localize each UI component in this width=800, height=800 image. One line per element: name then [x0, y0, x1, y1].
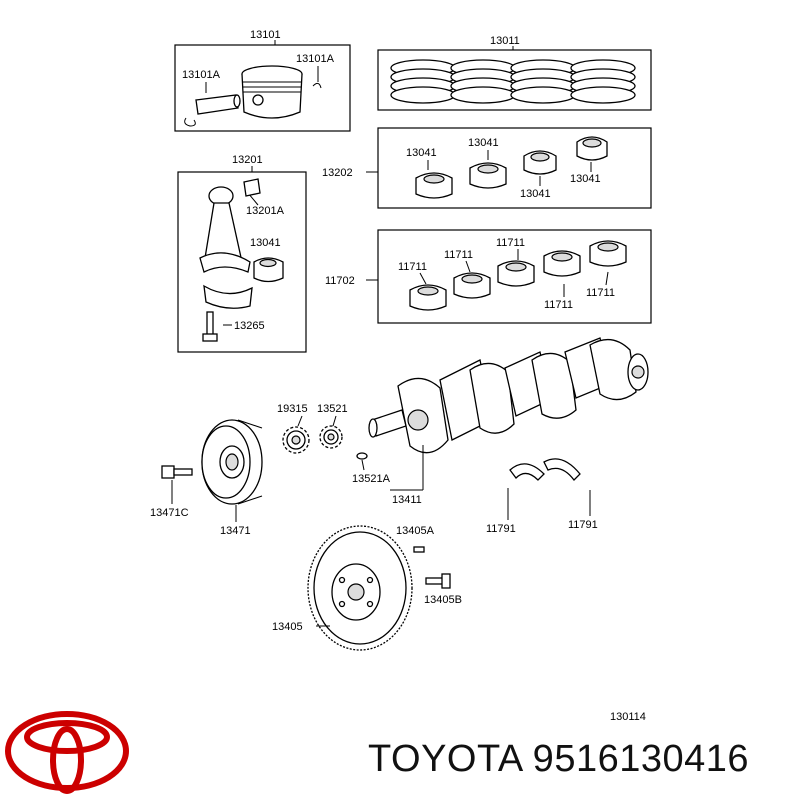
dowel-pin-icon: [413, 546, 425, 553]
crank-gear-icon: [282, 426, 310, 454]
label-crank-gear: 19315: [277, 403, 308, 415]
ring-set-icon: [510, 59, 576, 104]
label-flywheel: 13405: [272, 621, 303, 633]
ring-set-icon: [450, 59, 516, 104]
label-main-5: 11711: [586, 287, 615, 299]
label-pulley: 13471: [220, 525, 251, 537]
bearing-shell-icon: [523, 150, 557, 175]
woodruff-key-icon: [356, 452, 368, 460]
label-rod-bearing-set: 13202: [322, 167, 353, 179]
rod-bearing-set-group: 13202 13041 13041 13041 13041: [322, 127, 652, 209]
flywheel-bolt-icon: [425, 573, 451, 589]
label-bearing-3: 13041: [520, 188, 551, 200]
label-bearing-1: 13041: [406, 147, 437, 159]
conn-rod-group: 13201 13201A 13041 13265: [177, 154, 307, 353]
main-bearing-icon: [453, 272, 491, 299]
pulley-icon: [201, 419, 263, 505]
ring-set-icon: [570, 59, 636, 104]
label-main-2: 11711: [444, 249, 473, 261]
label-bearing-4: 13041: [570, 173, 601, 185]
label-bushing: 13201A: [246, 205, 285, 217]
label-piston-rings: 13011: [490, 35, 520, 47]
label-bearing-2: 13041: [468, 137, 499, 149]
main-bearing-set-group: 11702 11711 11711 11711 11711 11711: [325, 229, 652, 324]
figure-id: 130114: [610, 711, 646, 723]
snap-ring-2-icon: [312, 82, 322, 89]
label-main-1: 11711: [398, 261, 427, 273]
piston-rings-group: 13011: [377, 35, 652, 111]
rod-bolt-icon: [202, 311, 218, 342]
bearing-shell-icon: [469, 162, 507, 189]
label-pulley-bolt: 13471C: [150, 507, 189, 519]
flywheel-icon: [307, 525, 413, 651]
label-main-bearing-set: 11702: [325, 275, 355, 287]
thrust-washer-icon: [543, 458, 581, 481]
rod-cap-icon: [203, 284, 253, 309]
crankshaft-icon: [368, 337, 649, 454]
rod-bearing-icon: [253, 257, 284, 283]
bushing-icon: [243, 178, 261, 197]
connecting-rod-icon: [199, 186, 251, 273]
piston-group: 13101 13101A 13101A: [174, 29, 351, 132]
main-bearing-icon: [589, 240, 627, 267]
brand-caption: TOYOTA 9516130416: [368, 738, 750, 780]
label-piston-pin: 13101A: [182, 69, 221, 81]
label-rod-bearing: 13041: [250, 237, 281, 249]
bearing-shell-icon: [576, 136, 608, 161]
label-key: 13521A: [352, 473, 391, 485]
piston-pin-icon: [195, 94, 241, 115]
bearing-shell-icon: [415, 172, 453, 199]
label-crankshaft: 13411: [392, 494, 422, 506]
label-flywheel-bolt: 13405B: [424, 594, 462, 606]
label-conn-rod: 13201: [232, 154, 263, 166]
label-main-3: 11711: [496, 237, 525, 249]
label-thrust-2: 11791: [568, 519, 598, 531]
toyota-logo: [5, 711, 129, 794]
label-rod-bolt: 13265: [234, 320, 265, 332]
main-bearing-icon: [497, 260, 535, 287]
thrust-washer-icon: [509, 463, 545, 481]
label-timing-gear: 13521: [317, 403, 348, 415]
timing-gear-icon: [319, 425, 343, 449]
label-thrust-1: 11791: [486, 523, 516, 535]
pulley-bolt-icon: [161, 465, 193, 479]
label-piston: 13101: [250, 29, 281, 41]
main-bearing-icon: [409, 284, 447, 311]
label-main-4: 11711: [544, 299, 573, 311]
ring-set-icon: [390, 59, 456, 104]
label-snap-ring: 13101A: [296, 53, 335, 65]
label-flywheel-pin: 13405A: [396, 525, 435, 537]
main-bearing-icon: [543, 250, 581, 277]
piston-icon: [241, 65, 303, 119]
snap-ring-icon: [184, 117, 196, 127]
